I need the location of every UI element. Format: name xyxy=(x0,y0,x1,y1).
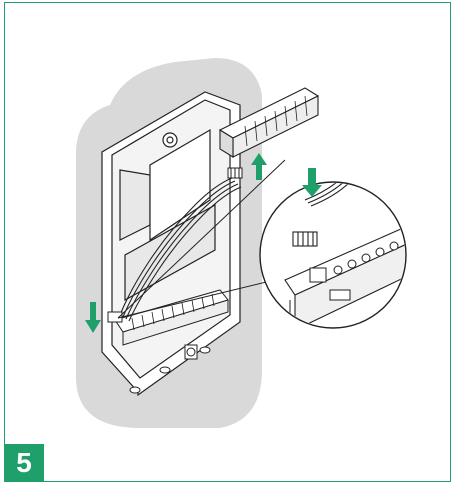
down-arrow-icon xyxy=(302,168,322,197)
mounting-screws xyxy=(129,344,211,394)
down-arrow-icon xyxy=(85,302,101,333)
plug-connector xyxy=(227,167,243,179)
zoom-detail-circle xyxy=(259,181,407,329)
up-arrow-icon xyxy=(251,153,267,180)
step-number-badge: 5 xyxy=(4,444,44,482)
back-plate-terminal-strip xyxy=(114,289,229,346)
lower-plug-connector xyxy=(107,311,123,323)
cable-bundle xyxy=(119,177,242,322)
upper-terminal-module xyxy=(218,87,320,158)
